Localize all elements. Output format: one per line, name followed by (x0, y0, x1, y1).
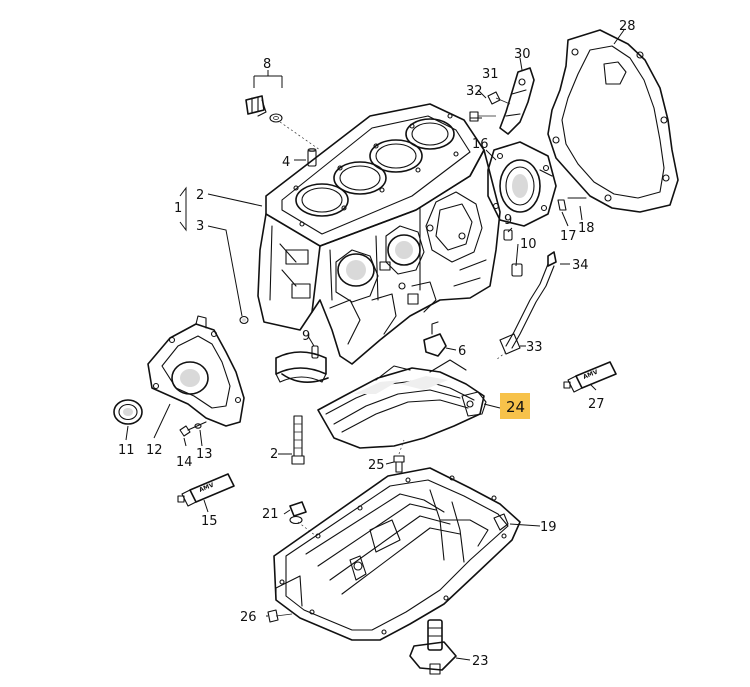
label-10: 10 (520, 237, 537, 252)
part-2-bearing-shells (275, 351, 329, 383)
part-3-plug (239, 315, 249, 325)
label-26: 26 (240, 610, 257, 625)
part-16-seal-flange (487, 141, 557, 227)
part-6-spray-jet (423, 321, 447, 357)
label-4: 4 (282, 155, 290, 170)
label-15: 15 (201, 514, 218, 529)
label-6: 6 (458, 344, 466, 359)
label-28: 28 (619, 19, 636, 34)
part-15-sealant-tube: AMV (177, 473, 235, 507)
part-28-gasket-plate (547, 29, 679, 213)
label-11: 11 (118, 443, 135, 458)
engine-block (257, 103, 501, 365)
label-23: 23 (472, 654, 489, 669)
label-9-right: 9 (504, 213, 512, 228)
label-21: 21 (262, 507, 279, 522)
part-12-oil-pump (147, 315, 245, 427)
label-30: 30 (514, 47, 531, 62)
part-19-oil-pan (273, 467, 521, 641)
part-9-lower-dowel (311, 345, 319, 359)
label-33: 33 (526, 340, 543, 355)
label-17: 17 (560, 229, 577, 244)
part-32-bolt (469, 111, 496, 122)
label-13: 13 (196, 447, 213, 462)
label-14: 14 (176, 455, 193, 470)
part-25-screw (393, 439, 405, 473)
part-4-dowel (307, 148, 317, 167)
label-1: 1 (174, 201, 182, 216)
label-9-left: 9 (302, 329, 310, 344)
part-23-oil-sensor (409, 619, 457, 675)
label-27: 27 (588, 397, 605, 412)
part-2-long-bolt (291, 415, 305, 465)
label-24: 24 (506, 398, 525, 416)
label-31: 31 (482, 67, 499, 82)
part-31-bolt (487, 91, 511, 105)
label-24-highlight (500, 393, 530, 419)
leader-lines (125, 29, 625, 661)
label-25: 25 (368, 458, 385, 473)
part-13-14-bolt (179, 421, 207, 437)
tube-15-text: AMV (198, 482, 215, 494)
part-11-seal (113, 399, 143, 425)
part-30-sensor-bracket (499, 67, 535, 135)
part-26-screw (267, 609, 293, 623)
label-32: 32 (466, 84, 483, 99)
part-27-sealant-tube: AMV (563, 361, 617, 393)
label-16: 16 (472, 137, 489, 152)
part-24-oil-baffle (317, 359, 487, 449)
label-2-top: 2 (196, 188, 204, 203)
label-3: 3 (196, 219, 204, 234)
label-8: 8 (263, 57, 271, 72)
part-21-drain-plug (289, 501, 317, 537)
part-9-10-dowels (503, 229, 523, 277)
part-17-18-bolts (539, 169, 587, 211)
part-33-34-dipstick-tube (495, 251, 557, 361)
label-18: 18 (578, 221, 595, 236)
tube-27-text: AMV (582, 369, 599, 381)
label-2-lower: 2 (270, 447, 278, 462)
part-8-plug-washer (245, 95, 321, 151)
label-34: 34 (572, 258, 589, 273)
label-19: 19 (540, 520, 557, 535)
part-labels: 8 4 2 1 3 30 31 32 28 16 17 18 9 10 34 3… (118, 19, 636, 669)
label-12: 12 (146, 443, 163, 458)
